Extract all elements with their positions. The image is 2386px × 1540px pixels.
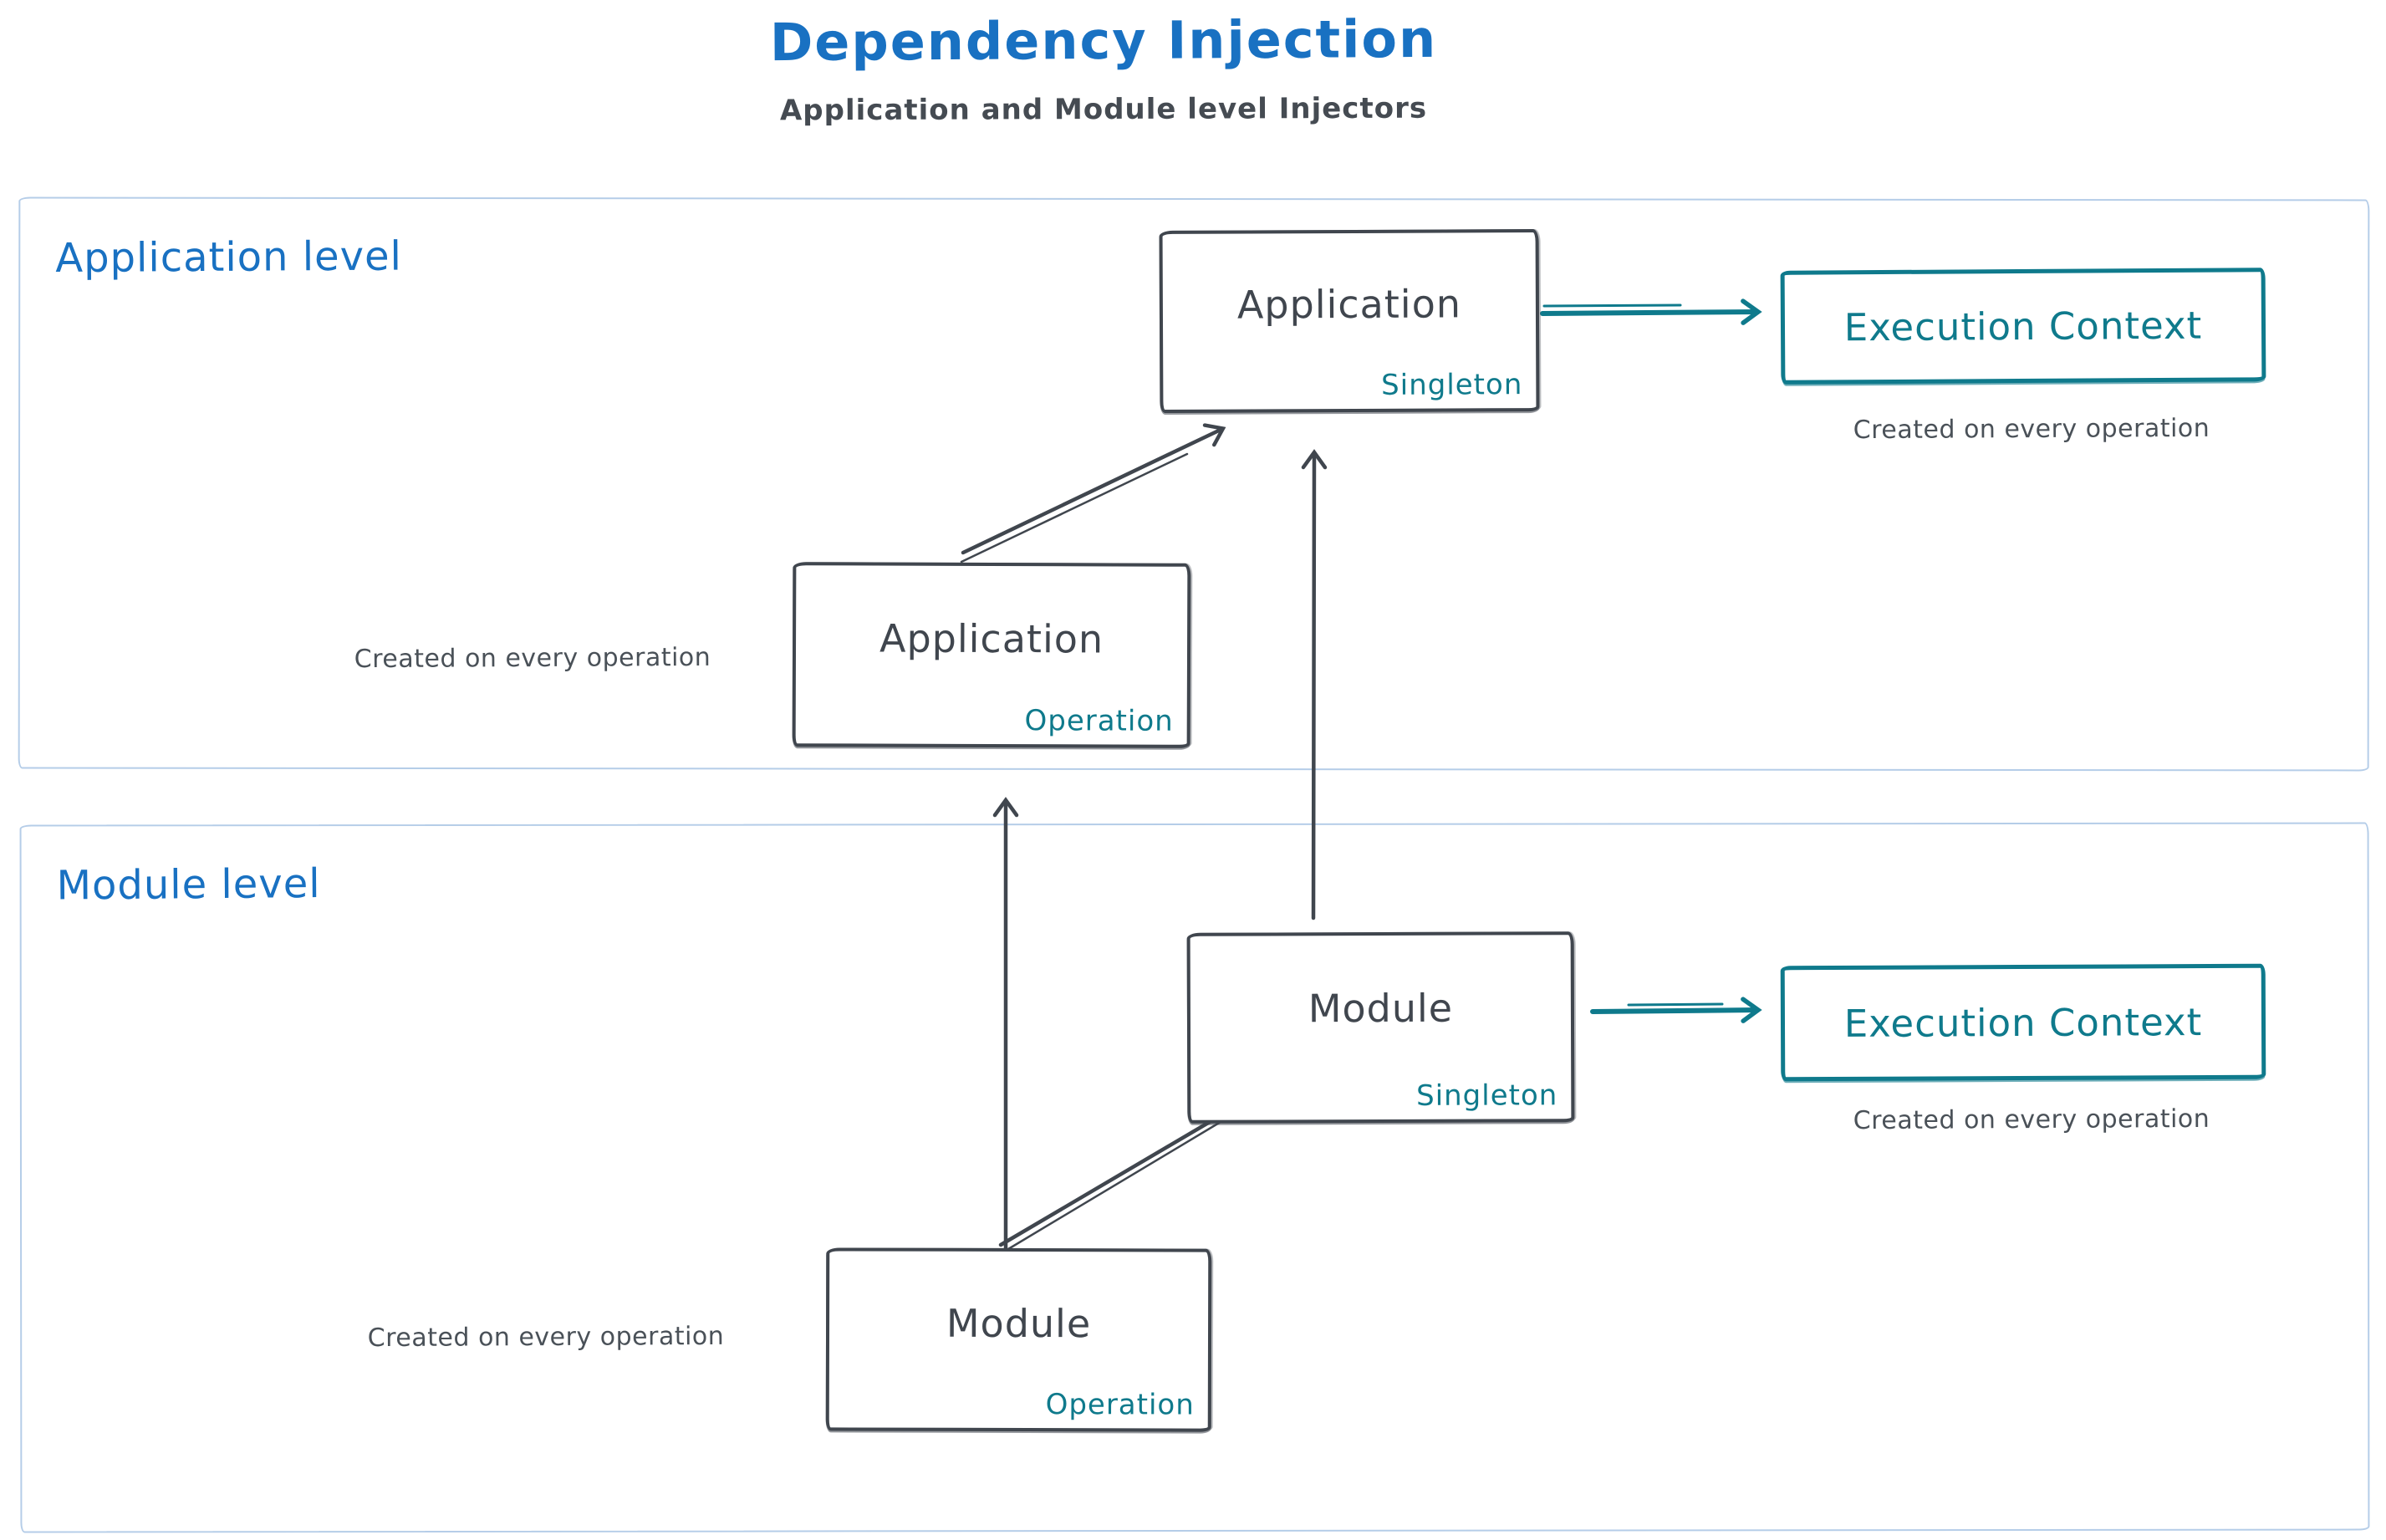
node-application-singleton: Application Singleton	[1159, 229, 1540, 413]
node-execution-context-module: Execution Context	[1780, 963, 2266, 1082]
caption-module-operation: Created on every operation	[367, 1321, 725, 1354]
node-application-operation: Application Operation	[792, 562, 1191, 748]
node-module-operation-tag: Operation	[1045, 1388, 1195, 1422]
node-module-singleton-tag: Singleton	[1415, 1079, 1558, 1113]
node-module-operation: Module Operation	[825, 1247, 1212, 1432]
page-title: Dependency Injection	[769, 8, 1438, 74]
module-level-label: Module level	[56, 859, 321, 910]
node-application-operation-tag: Operation	[1024, 704, 1174, 738]
diagram-header: Dependency Injection Application and Mod…	[0, 8, 2207, 127]
node-application-singleton-tag: Singleton	[1381, 368, 1523, 402]
caption-exec-context-module: Created on every operation	[1853, 1104, 2210, 1136]
caption-application-operation: Created on every operation	[354, 642, 711, 675]
page-subtitle: Application and Module level Injectors	[779, 91, 1428, 128]
caption-exec-context-application: Created on every operation	[1853, 413, 2210, 446]
application-level-label: Application level	[55, 232, 403, 283]
node-module-singleton: Module Singleton	[1186, 931, 1575, 1124]
node-execution-context-application: Execution Context	[1780, 268, 2266, 385]
